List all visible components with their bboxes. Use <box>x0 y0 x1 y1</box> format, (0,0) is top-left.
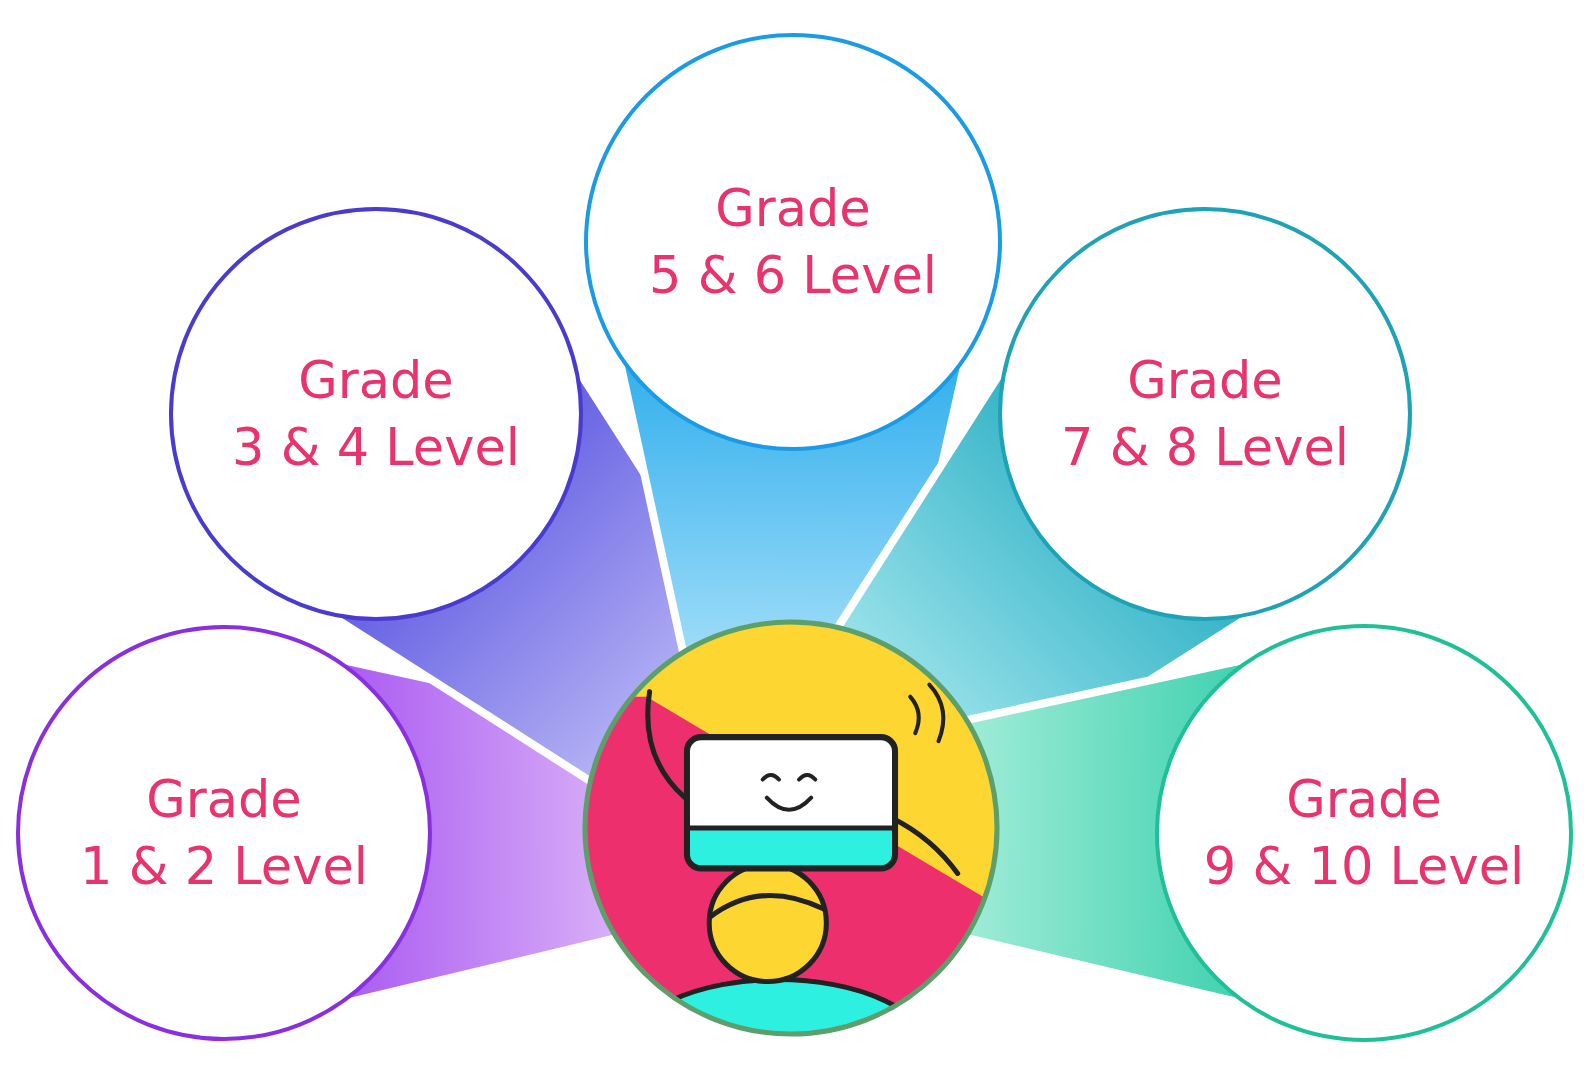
grade-circle: Grade3 & 4 Level <box>169 207 583 621</box>
grade-circle: Grade7 & 8 Level <box>998 207 1412 621</box>
grade-label: Grade <box>1127 347 1283 414</box>
grade-label: Grade <box>1286 766 1442 833</box>
circle-outline <box>169 207 583 621</box>
grade-label: Grade <box>715 175 871 242</box>
grade-circle: Grade9 & 10 Level <box>1155 624 1573 1042</box>
grade-label: 3 & 4 Level <box>232 414 520 481</box>
circle-shape <box>586 35 1000 449</box>
icon-eyes <box>763 775 816 780</box>
icon-arm <box>892 818 958 874</box>
circle-outline <box>998 207 1412 621</box>
icon-tablet-outline <box>687 737 895 868</box>
grade-label: 9 & 10 Level <box>1204 833 1524 900</box>
circle-shape <box>1000 209 1410 619</box>
icon-shoulders <box>626 980 929 1068</box>
grade-label: 5 & 6 Level <box>649 242 937 309</box>
circle-shape <box>171 209 581 619</box>
grade-circle: Grade5 & 6 Level <box>584 33 1002 451</box>
circle-shape <box>1157 626 1571 1040</box>
circle-outline <box>1155 624 1573 1042</box>
grade-label: Grade <box>146 766 302 833</box>
icon-tablet-line <box>687 825 895 830</box>
grade-circle: Grade1 & 2 Level <box>16 625 432 1041</box>
circle-shape <box>18 627 430 1039</box>
icon-smile <box>767 798 811 810</box>
circle-outline <box>16 625 432 1041</box>
grade-label: 7 & 8 Level <box>1061 414 1349 481</box>
icon-tablet <box>687 737 895 868</box>
grade-label: Grade <box>298 347 454 414</box>
icon-tablet-base <box>687 828 895 868</box>
icon-head <box>709 864 826 981</box>
icon-outline <box>585 622 997 1034</box>
icon-signal <box>910 685 943 742</box>
circle-outline <box>584 33 1002 451</box>
grade-label: 1 & 2 Level <box>80 833 368 900</box>
icon-arm <box>648 692 685 798</box>
center-icon <box>574 616 1003 1068</box>
icon-hair <box>710 895 823 916</box>
